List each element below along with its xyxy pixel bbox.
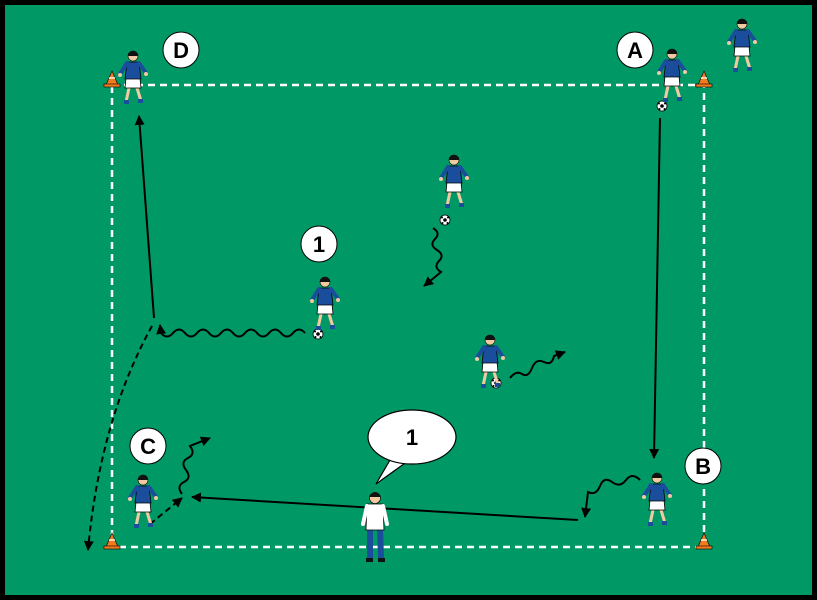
label-c: C [129, 427, 167, 465]
svg-text:1: 1 [313, 232, 325, 257]
dribble-arrow-center-mid [509, 350, 566, 379]
label-b: B [684, 447, 722, 485]
label-player-1: 1 [300, 225, 338, 263]
dribble-arrow-b [581, 475, 641, 518]
label-a: A [616, 31, 654, 69]
svg-text:B: B [695, 454, 711, 479]
pass-arrow-a-to-b [649, 117, 661, 459]
label-d: D [162, 31, 200, 69]
coach [361, 492, 389, 562]
run-arrow-c [149, 497, 183, 525]
ball-a [656, 100, 668, 112]
area-boundary [110, 83, 706, 549]
svg-text:D: D [173, 38, 189, 63]
run-arrow-left [83, 325, 153, 551]
dribble-arrow-center-top [423, 227, 443, 287]
svg-text:A: A [627, 38, 643, 63]
ball-center-top [439, 214, 451, 226]
pass-arrow-to-d [134, 115, 155, 319]
ball-player-1 [312, 328, 324, 340]
pitch-surface [5, 5, 812, 595]
dribble-arrow-player-1 [156, 324, 306, 338]
coach-speech-bubble: 1 [367, 409, 457, 485]
svg-text:C: C [140, 434, 156, 459]
coach-callout-number: 1 [406, 425, 418, 450]
dribble-arrow-c [178, 436, 211, 495]
